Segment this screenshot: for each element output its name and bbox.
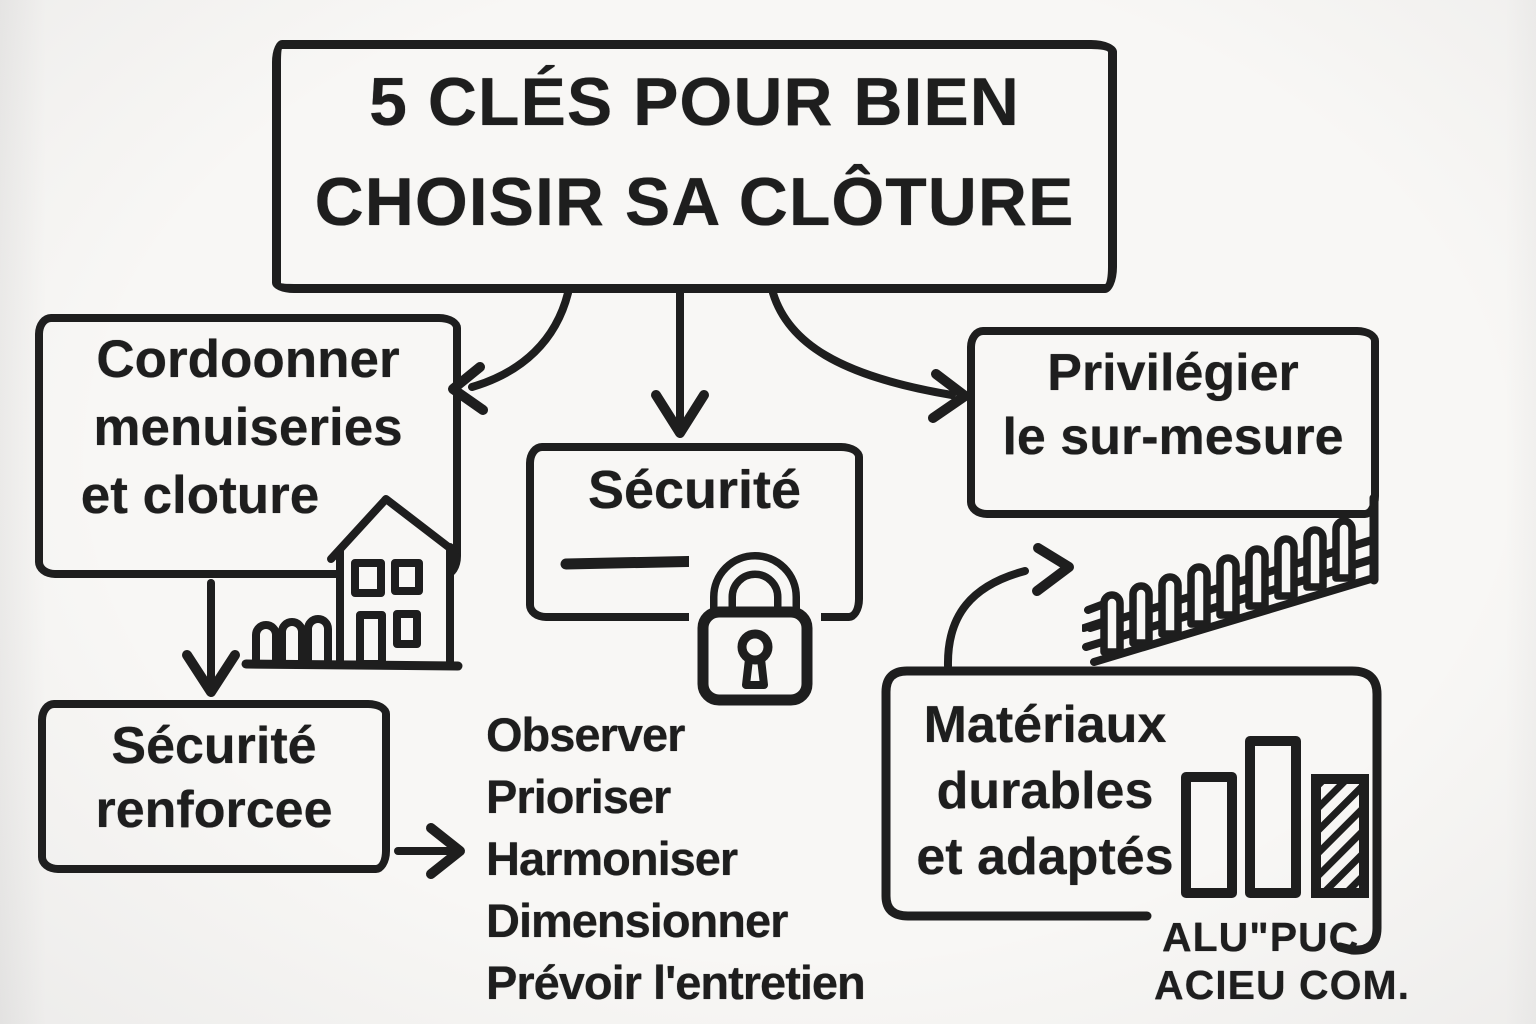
checklist-item: Dimensionner — [486, 894, 788, 947]
checklist-item: Observer — [486, 708, 685, 761]
sur-mesure-label: Privilégier le sur-mesure — [1002, 344, 1344, 466]
bar-chart-icon — [1181, 736, 1369, 898]
arrow-title-to-security — [651, 288, 709, 438]
coordinate-box — [35, 314, 461, 578]
checklist: Observer Prioriser Harmoniser Dimensionn… — [486, 704, 986, 1014]
checklist-item: Prévoir l'entretien — [486, 956, 866, 1009]
security-reinforced-box — [38, 700, 390, 873]
padlock-icon — [689, 547, 821, 707]
arrow-reinforced-to-checklist — [394, 823, 465, 879]
title-line-1: 5 CLÉS POUR BIEN — [369, 64, 1020, 140]
arrow-coordinate-to-reinforced — [182, 579, 240, 697]
title-line-2: CHOISIR SA CLÔTURE — [314, 164, 1075, 240]
arrow-materials-to-fence — [943, 543, 1074, 670]
sur-mesure-box — [967, 327, 1379, 518]
checklist-item: Harmoniser — [486, 832, 738, 885]
picket-fence-icon — [1082, 493, 1379, 666]
security-reinforced-label: Sécurité renforcee — [95, 717, 333, 839]
coordinate-label: Cordoonner menuiseries et cloture — [80, 330, 403, 525]
checklist-item: Prioriser — [486, 770, 671, 823]
materials-caption-line-2: ACIEU COM. — [1154, 962, 1410, 1008]
mini-fence-icon — [252, 615, 332, 668]
materials-label: Matériaux durables et adaptés — [916, 696, 1174, 886]
security-label: Sécurité — [587, 460, 802, 520]
title-box — [272, 40, 1117, 293]
security-underline — [560, 555, 717, 570]
arrow-title-to-sur-mesure — [769, 289, 970, 423]
arrow-title-to-coordinate — [448, 289, 572, 415]
page-title: 5 CLÉS POUR BIEN CHOISIR SA CLÔTURE — [282, 52, 1107, 252]
house-icon — [241, 495, 463, 671]
materials-caption-line-1: ALU"PUC — [1162, 914, 1360, 960]
materials-box — [881, 666, 1382, 955]
